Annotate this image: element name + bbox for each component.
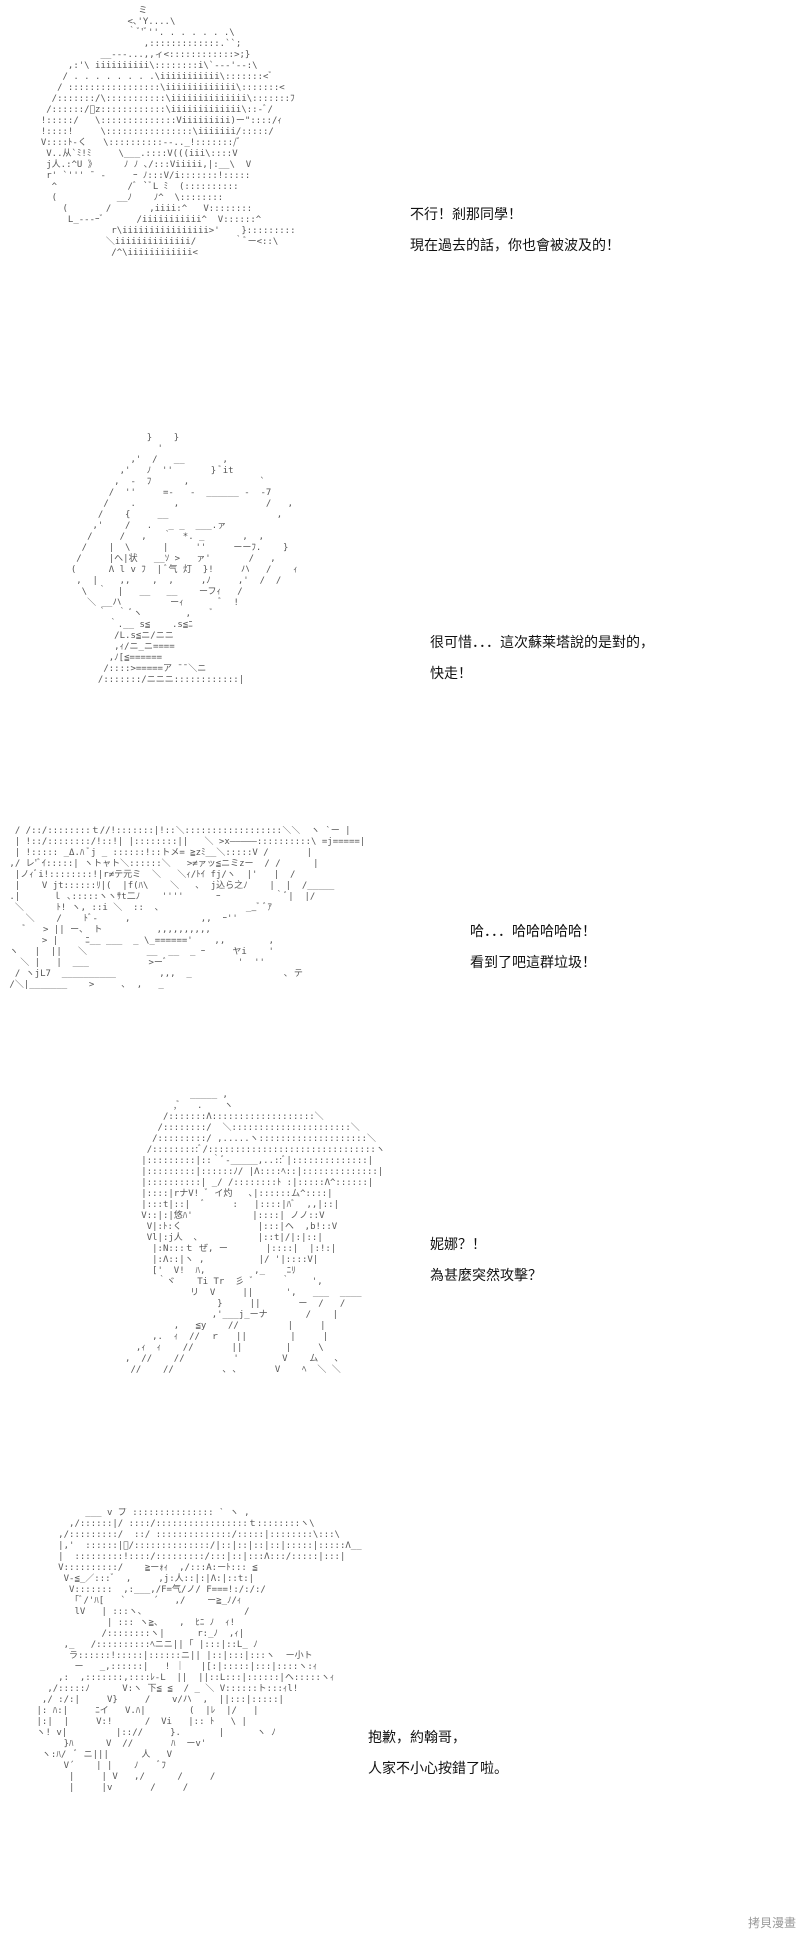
dialogue-line: 現在過去的話，你也會被波及的！ <box>410 238 620 254</box>
dialogue-line: 看到了吧這群垃圾！ <box>470 955 596 971</box>
watermark: 拷貝漫畫 <box>747 1916 796 1930</box>
panel-3: / /::/::::::::ｔ//!:::::::|!::＼::::::::::… <box>0 820 800 1070</box>
panel-2: } } ' ,' / __ , ,' ﾉ '' } ﾞit , - ﾌ , ` … <box>0 425 800 815</box>
dialogue-line: 不行！剎那同學！ <box>410 207 522 223</box>
dialogue-line: 為甚麼突然攻擊？ <box>430 1268 542 1284</box>
panel-4: _____ , ,ﾞ . ヽ /:::::::Λ::::::::::::::::… <box>0 1080 800 1490</box>
panel-1: ミ <､'Y....\ ｀ﾞ'ﾞ''. . . . . . .\ ,::::::… <box>0 0 800 420</box>
dialogue-line: 快走！ <box>430 666 472 682</box>
ascii-art-panel-2: } } ' ,' / __ , ,' ﾉ '' } ﾞit , - ﾌ , ` … <box>70 433 298 685</box>
ascii-art-panel-4: _____ , ,ﾞ . ヽ /:::::::Λ::::::::::::::::… <box>125 1090 385 1375</box>
dialogue-line: 人家不小心按錯了啦。 <box>368 1761 508 1777</box>
panel-5: ___ v ブ ::::::::::::::: ` ヽ , ,/::::::|/… <box>0 1500 800 1930</box>
dialogue-panel-2: 很可惜．．．這次蘇莱塔說的是對的， 快走！ <box>430 633 654 695</box>
ascii-art-panel-3: / /::/::::::::ｔ//!:::::::|!::＼::::::::::… <box>9 826 366 990</box>
ascii-art-panel-5: ___ v ブ ::::::::::::::: ` ヽ , ,/::::::|/… <box>36 1508 362 1793</box>
dialogue-panel-4: 妮娜？！ 為甚麼突然攻擊？ <box>430 1235 542 1297</box>
dialogue-panel-1: 不行！剎那同學！ 現在過去的話，你也會被波及的！ <box>410 205 620 267</box>
dialogue-line: 哈．．．哈哈哈哈哈！ <box>470 924 596 940</box>
dialogue-line: 抱歉，約翰哥， <box>368 1730 466 1746</box>
dialogue-line: 很可惜．．．這次蘇莱塔說的是對的， <box>430 635 654 651</box>
dialogue-panel-3: 哈．．．哈哈哈哈哈！ 看到了吧這群垃圾！ <box>470 922 596 984</box>
ascii-art-panel-1: ミ <､'Y....\ ｀ﾞ'ﾞ''. . . . . . .\ ,::::::… <box>40 6 296 258</box>
dialogue-line: 妮娜？！ <box>430 1237 486 1253</box>
dialogue-panel-5: 抱歉，約翰哥， 人家不小心按錯了啦。 <box>368 1728 508 1790</box>
